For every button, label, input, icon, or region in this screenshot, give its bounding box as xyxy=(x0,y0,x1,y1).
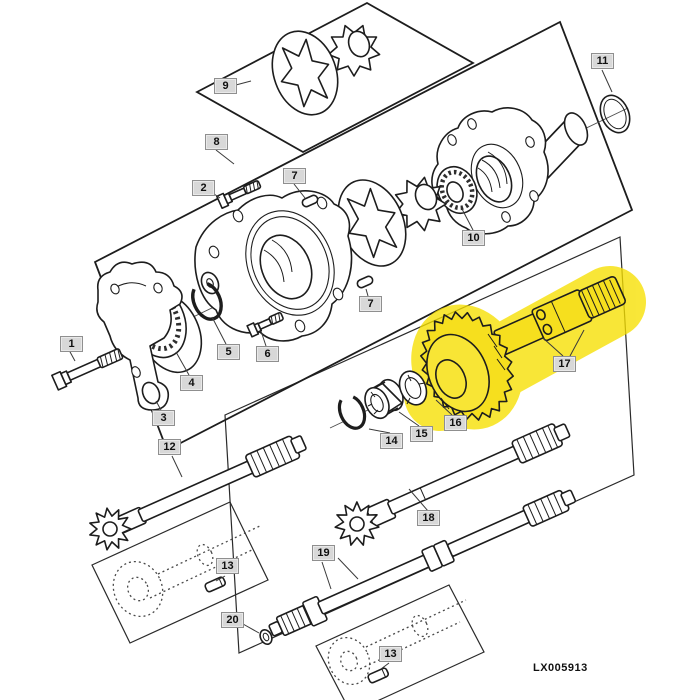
callout-6[interactable]: 6 xyxy=(256,346,279,362)
panel-inset-right xyxy=(315,584,485,700)
gerotor-set-top xyxy=(271,24,381,116)
callout-19[interactable]: 19 xyxy=(312,545,335,561)
callout-10[interactable]: 10 xyxy=(462,230,485,246)
callout-13-right[interactable]: 13 xyxy=(379,646,402,662)
callout-7-lower[interactable]: 7 xyxy=(359,296,382,312)
thrust-washer-part16 xyxy=(398,370,428,406)
inset-left-hidden-shaft xyxy=(112,524,263,618)
inset-right-hidden-shaft xyxy=(327,599,467,686)
callout-16[interactable]: 16 xyxy=(444,415,467,431)
pto-shaft-part18 xyxy=(334,423,571,546)
gerotor-set-mid xyxy=(337,176,447,267)
figure-code: LX005913 xyxy=(533,662,588,674)
gerotor-rotor-top xyxy=(280,38,330,108)
ball-bearing-mid xyxy=(436,165,478,215)
callout-13-left[interactable]: 13 xyxy=(216,558,239,574)
roller-bearing-part15 xyxy=(364,378,404,420)
snap-ring-part5 xyxy=(191,281,223,321)
callout-17[interactable]: 17 xyxy=(553,356,576,372)
callout-4[interactable]: 4 xyxy=(180,375,203,391)
callout-5[interactable]: 5 xyxy=(217,344,240,360)
drive-gear-part16 xyxy=(419,311,515,421)
callout-8[interactable]: 8 xyxy=(205,134,228,150)
callout-9[interactable]: 9 xyxy=(214,78,237,94)
pto-shaft-part19 xyxy=(268,489,577,637)
drive-shaft-part17 xyxy=(493,275,627,356)
pump-body xyxy=(194,190,353,342)
bolt-part1 xyxy=(51,348,124,391)
callout-2[interactable]: 2 xyxy=(192,180,215,196)
callout-3[interactable]: 3 xyxy=(152,410,175,426)
callout-15[interactable]: 15 xyxy=(410,426,433,442)
dowel-pin-7-upper xyxy=(301,194,319,208)
ring-part20 xyxy=(259,628,273,646)
roll-pin-part13-right xyxy=(367,667,390,684)
callout-11[interactable]: 11 xyxy=(591,53,614,69)
callout-1[interactable]: 1 xyxy=(60,336,83,352)
shift-bracket-part3 xyxy=(96,261,183,411)
roll-pin-part13-left xyxy=(204,576,227,593)
dowel-pin-7-lower xyxy=(356,275,374,289)
bolt-part2 xyxy=(215,180,262,210)
o-ring-part11 xyxy=(599,94,631,134)
bolt-part6 xyxy=(246,311,284,338)
snap-ring-part14 xyxy=(337,394,367,430)
callout-12[interactable]: 12 xyxy=(158,439,181,455)
panel-inset-left xyxy=(91,501,269,644)
panel-top-gerotor xyxy=(195,1,475,154)
callout-7-upper[interactable]: 7 xyxy=(283,168,306,184)
callout-20[interactable]: 20 xyxy=(221,612,244,628)
callout-leader-lines xyxy=(68,69,613,670)
callout-14[interactable]: 14 xyxy=(380,433,403,449)
pto-shaft-part12 xyxy=(89,435,307,551)
callout-18[interactable]: 18 xyxy=(417,510,440,526)
